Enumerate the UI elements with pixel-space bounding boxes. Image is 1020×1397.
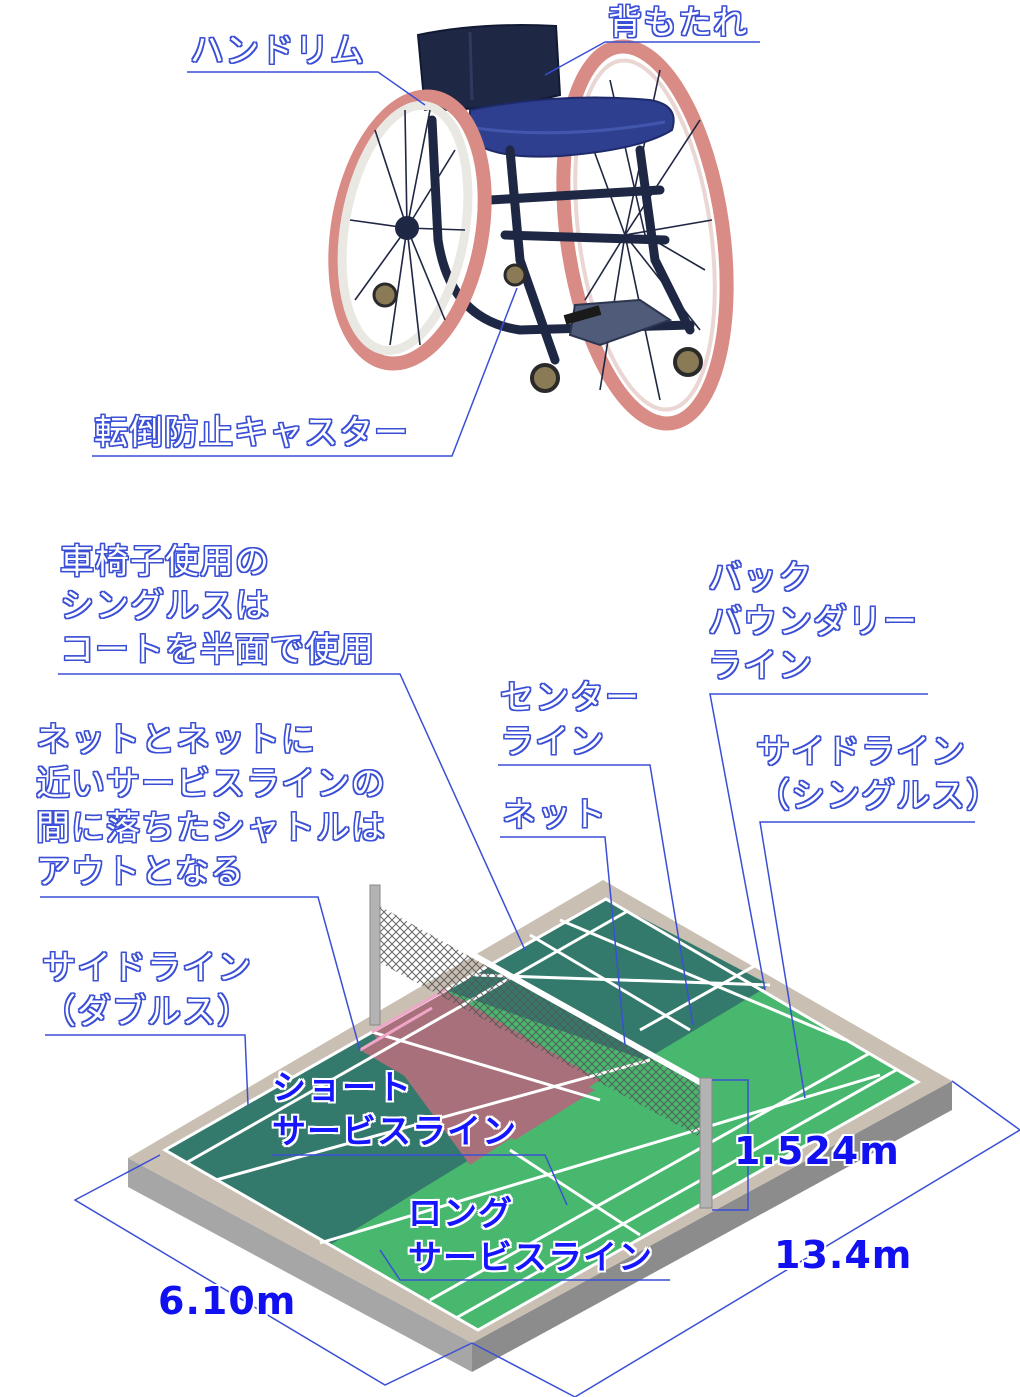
label-net-note: ネットとネットに 近いサービスラインの 間に落ちたシャトルは アウトとなる (36, 720, 386, 892)
label-court-width: 6.10m (158, 1279, 297, 1323)
right-wheel (556, 39, 734, 431)
wheelchair-leader-lines (92, 41, 760, 457)
label-back-boundary: バック バウンダリー ライン (708, 558, 918, 686)
label-backrest: 背もたれ (608, 3, 748, 43)
label-net: ネット (502, 795, 607, 835)
footrest (568, 298, 673, 347)
left-wheel (328, 89, 492, 371)
casters (372, 263, 703, 393)
label-net-height: 1.524m (734, 1129, 900, 1173)
label-singles-note: 車椅子使用の シングルスは コートを半面で使用 (60, 542, 375, 670)
label-handrim: ハンドリム (190, 31, 365, 71)
court (128, 880, 952, 1372)
label-side-singles: サイドライン （シングルス） (756, 732, 1001, 816)
label-long-service: ロング サービスライン (408, 1194, 653, 1278)
label-anti-tip-caster: 転倒防止キャスター (94, 413, 409, 453)
label-short-service: ショート サービスライン (272, 1068, 517, 1152)
seat-cushion (469, 96, 675, 158)
label-side-doubles: サイドライン （ダブルス） (42, 948, 252, 1032)
label-center-line: センター ライン (500, 678, 640, 762)
wheelchair (328, 24, 734, 431)
label-court-length: 13.4m (774, 1233, 913, 1277)
net (369, 884, 713, 1209)
court-leader-lines (40, 673, 1020, 1397)
